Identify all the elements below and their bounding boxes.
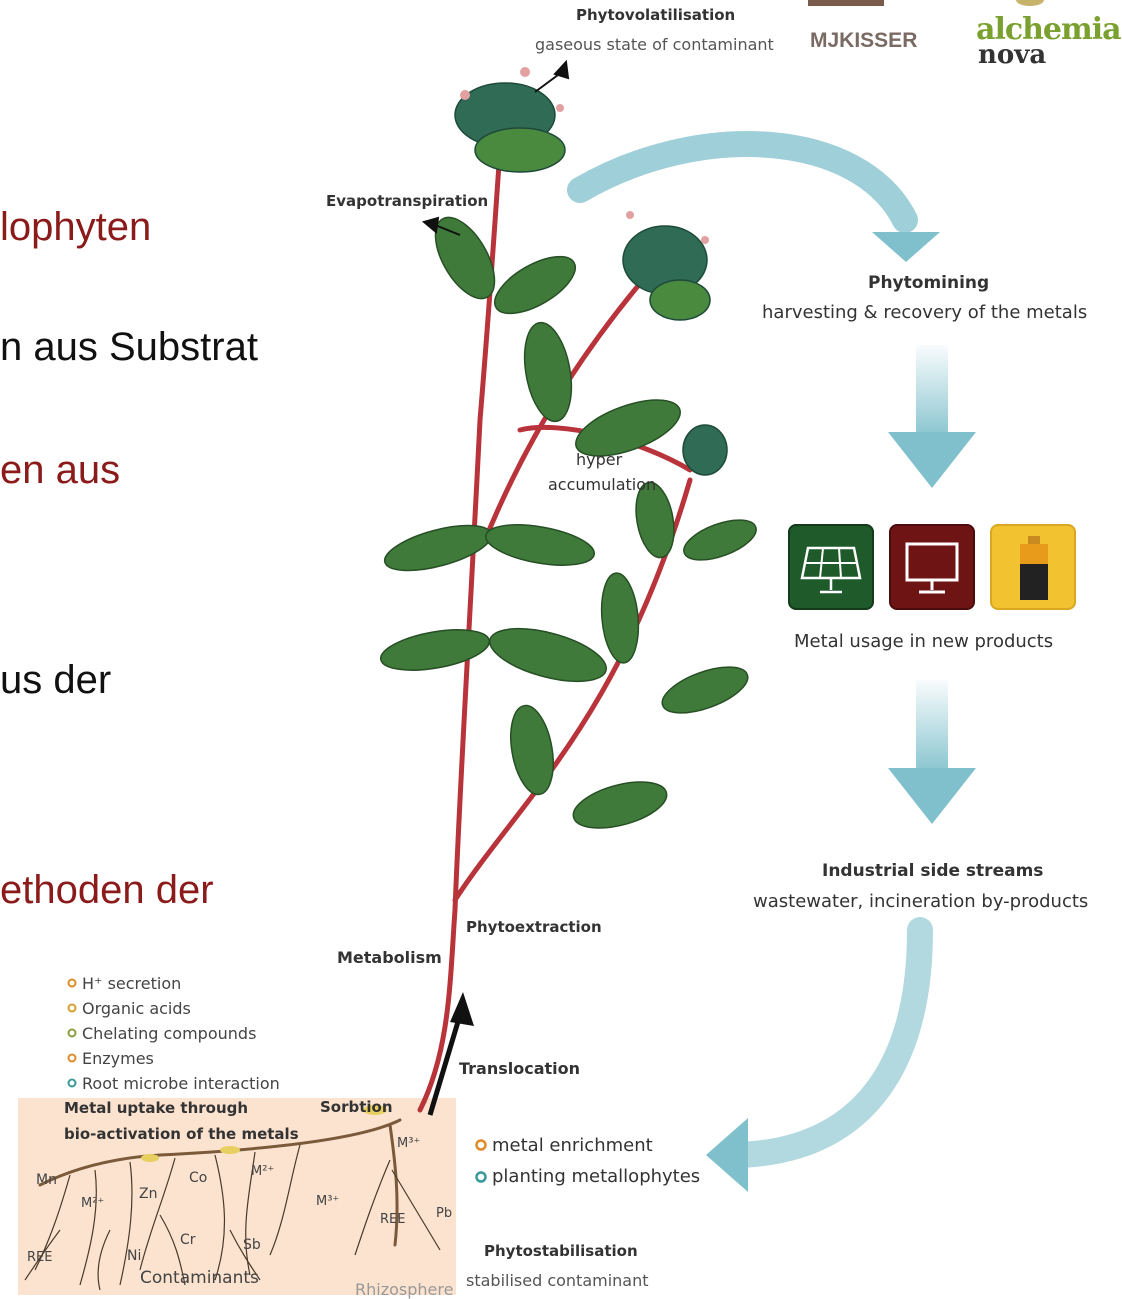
root-process-item: Root microbe interaction bbox=[82, 1074, 280, 1093]
alchemia-leaf-icon bbox=[1016, 0, 1044, 6]
hyperaccumulation-line-2: accumulation bbox=[548, 475, 656, 494]
enrichment-item: metal enrichment bbox=[492, 1135, 653, 1156]
root-process-item: Chelating compounds bbox=[82, 1024, 256, 1043]
phytovolatilisation-subtitle: gaseous state of contaminant bbox=[535, 35, 774, 54]
metal-mn: Mn bbox=[36, 1172, 57, 1188]
contaminants-label: Contaminants bbox=[140, 1268, 259, 1288]
down-arrow-2-head bbox=[888, 768, 976, 824]
phytomining-title: Phytomining bbox=[868, 273, 989, 293]
metal-cr: Cr bbox=[180, 1232, 196, 1248]
metal-m2-left: M²⁺ bbox=[81, 1196, 104, 1211]
metal-pb: Pb bbox=[436, 1206, 452, 1221]
industrial-side-streams-title: Industrial side streams bbox=[822, 861, 1043, 881]
metal-m2-right: M²⁺ bbox=[251, 1164, 274, 1179]
metal-co: Co bbox=[189, 1170, 207, 1186]
enrichment-item: planting metallophytes bbox=[492, 1166, 700, 1187]
process-bullets bbox=[69, 980, 76, 1087]
metal-uptake-line-1: Metal uptake through bbox=[64, 1099, 248, 1117]
alchemia-logo-bottom: nova bbox=[978, 40, 1046, 70]
metal-zn: Zn bbox=[139, 1186, 157, 1202]
enrichment-bullets bbox=[477, 1141, 486, 1182]
metal-m3-mid: M³⁺ bbox=[316, 1194, 339, 1209]
metal-m3-right: M³⁺ bbox=[397, 1136, 420, 1151]
metal-ni: Ni bbox=[127, 1248, 141, 1264]
solar-panel-icon bbox=[788, 524, 874, 610]
metal-ree-left: REE bbox=[27, 1250, 52, 1265]
translocation-label: Translocation bbox=[459, 1059, 580, 1078]
down-arrow-1-head bbox=[888, 432, 976, 488]
curved-arrow-enrichment bbox=[740, 930, 920, 1155]
metal-usage-label: Metal usage in new products bbox=[794, 631, 1053, 652]
curved-arrow-head bbox=[872, 232, 940, 262]
phytovolatilisation-title: Phytovolatilisation bbox=[576, 6, 735, 24]
phytomining-subtitle: harvesting & recovery of the metals bbox=[762, 302, 1087, 323]
hyperaccumulation-line-1: hyper bbox=[576, 450, 622, 469]
root-process-item: Enzymes bbox=[82, 1049, 154, 1068]
monitor-icon bbox=[889, 524, 975, 610]
root-process-item: H⁺ secretion bbox=[82, 974, 181, 993]
phytostabilisation-subtitle: stabilised contaminant bbox=[466, 1271, 649, 1290]
monitor-graphic bbox=[891, 526, 973, 608]
sorbtion-label: Sorbtion bbox=[320, 1098, 393, 1116]
translocation-arrow-head bbox=[450, 992, 474, 1026]
metal-ree-right: REE bbox=[380, 1212, 405, 1227]
industrial-side-streams-subtitle: wastewater, incineration by-products bbox=[753, 891, 1088, 912]
down-arrow-2-shaft bbox=[916, 680, 948, 775]
curved-arrow-enrichment-head bbox=[706, 1118, 748, 1192]
curved-arrow-phytomining bbox=[580, 144, 905, 220]
evapotranspiration-label: Evapotranspiration bbox=[326, 192, 488, 210]
mjkisser-logo: MJKISSER bbox=[810, 29, 917, 53]
metabolism-label: Metabolism bbox=[337, 948, 442, 967]
rhizosphere-label: Rhizosphere bbox=[355, 1280, 453, 1299]
root-process-item: Organic acids bbox=[82, 999, 191, 1018]
metal-sb: Sb bbox=[243, 1237, 261, 1253]
battery-graphic bbox=[992, 526, 1074, 608]
phytostabilisation-title: Phytostabilisation bbox=[484, 1242, 638, 1260]
mjkisser-logo-bar bbox=[808, 0, 884, 6]
battery-icon bbox=[990, 524, 1076, 610]
down-arrow-1-shaft bbox=[916, 345, 948, 440]
solar-panel-graphic bbox=[790, 526, 872, 608]
phytoextraction-label: Phytoextraction bbox=[466, 918, 602, 936]
metal-uptake-line-2: bio-activation of the metals bbox=[64, 1125, 299, 1143]
